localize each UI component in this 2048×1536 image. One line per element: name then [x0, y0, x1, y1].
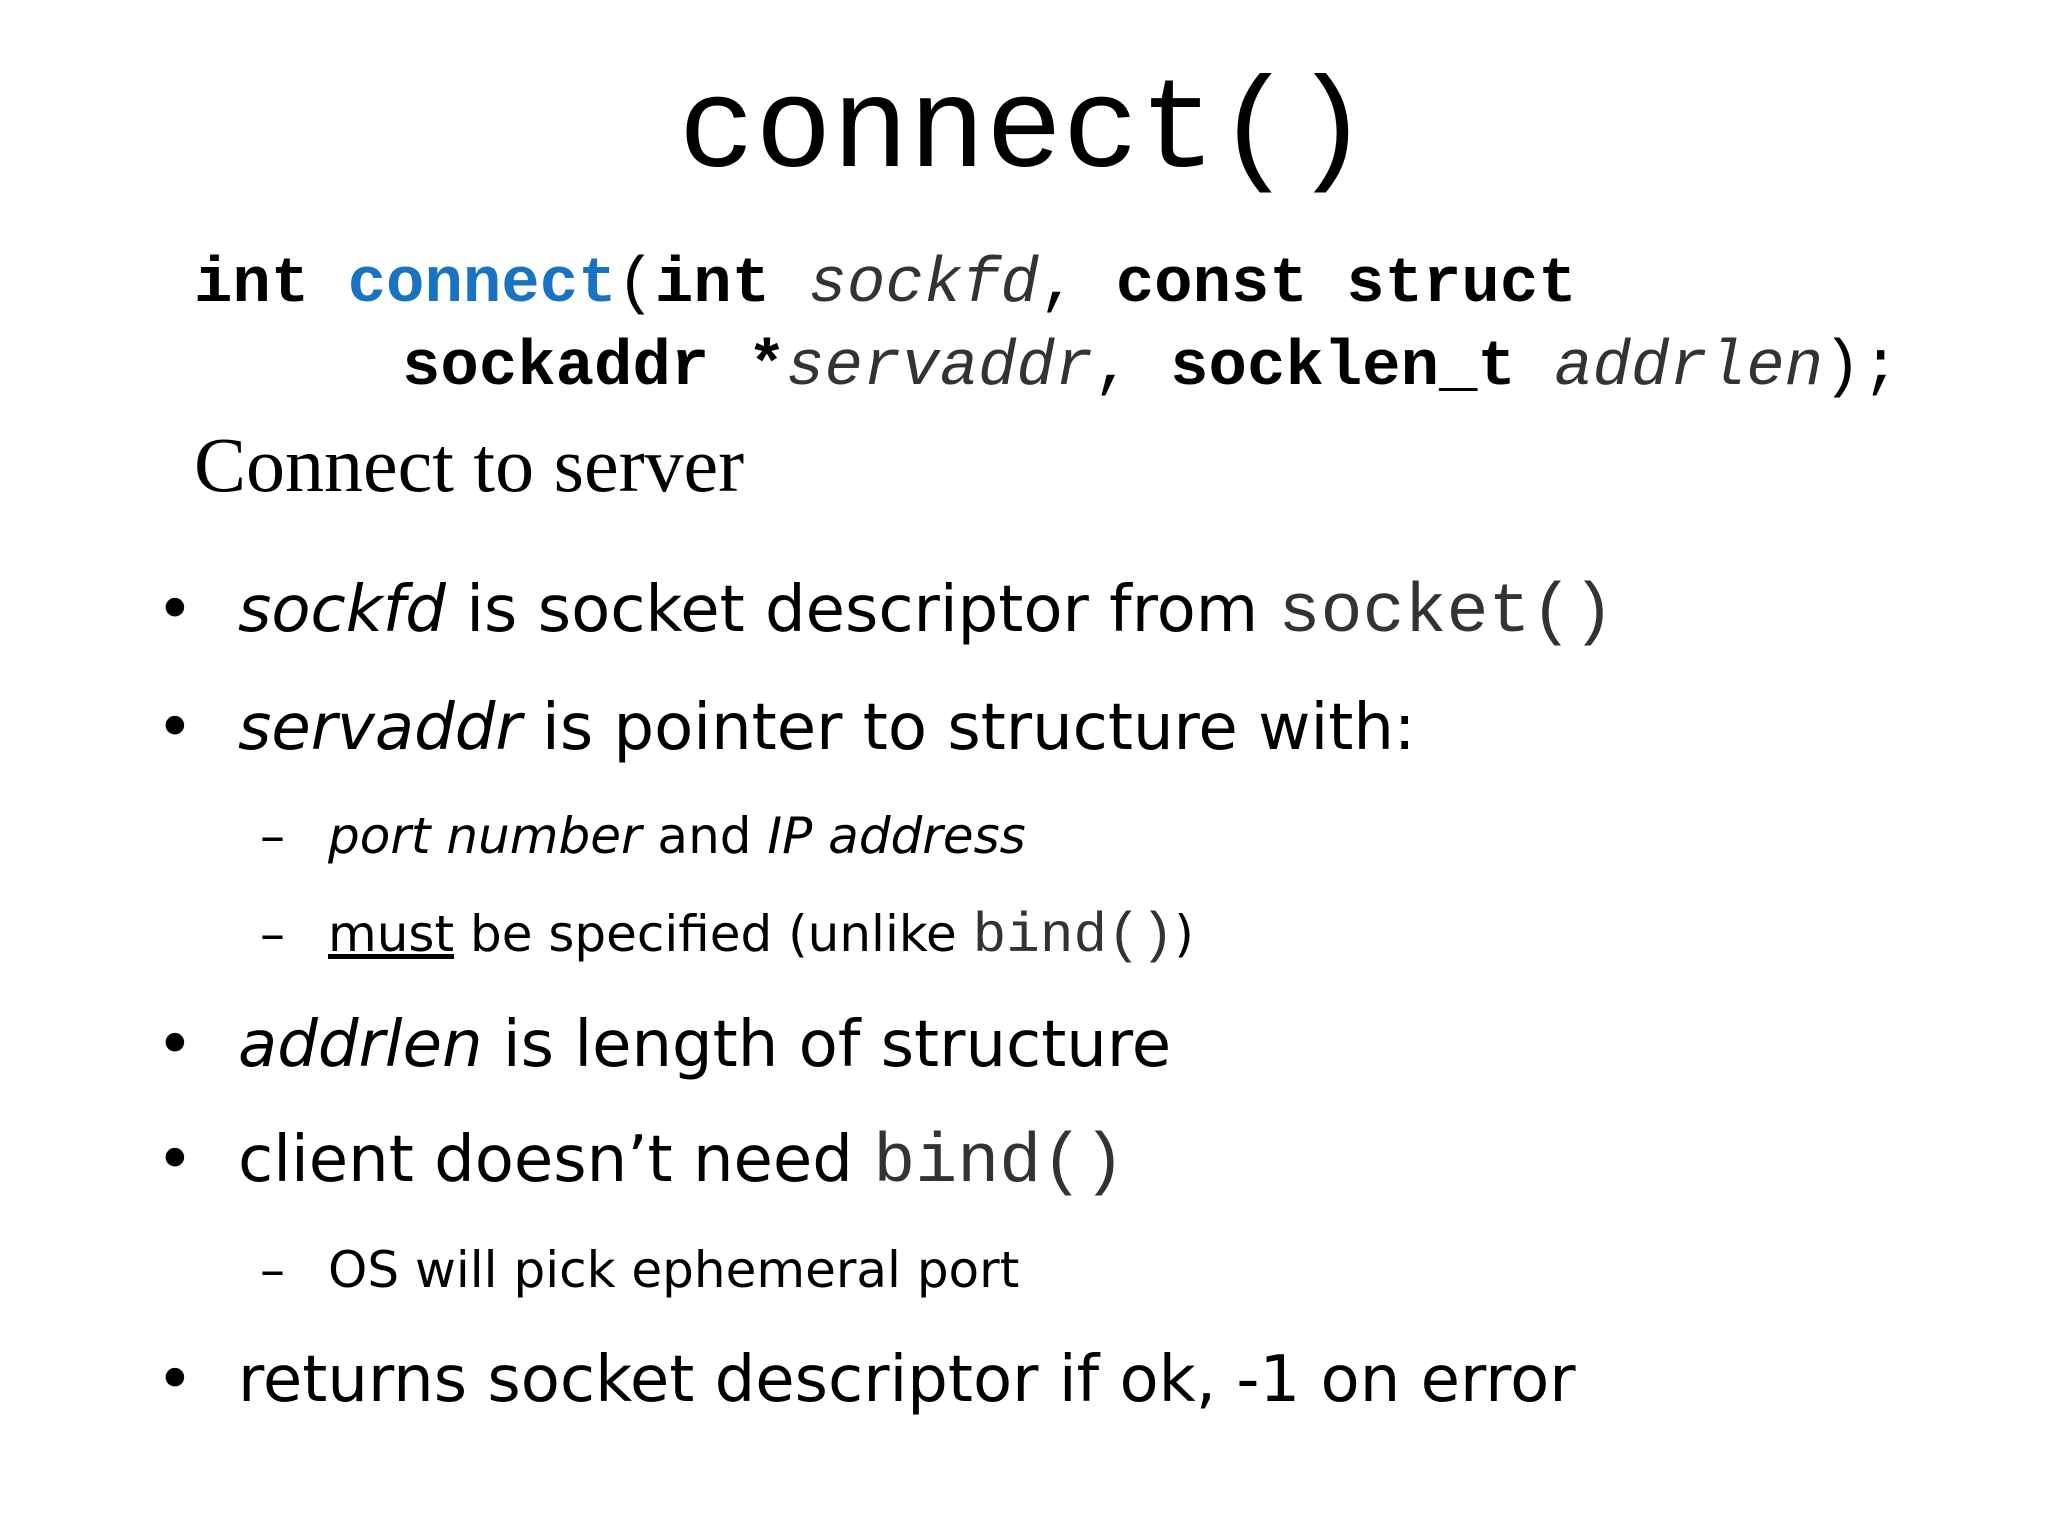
slide-title: connect(): [678, 60, 1370, 205]
bullet-addrlen: addrlen is length of structure: [238, 1000, 1171, 1090]
bullet-sockfd: sockfd is socket descriptor from socket(…: [238, 565, 1615, 659]
open-paren: (: [616, 249, 655, 321]
code-bind: bind(): [972, 904, 1175, 968]
comma: ,: [1038, 249, 1078, 321]
bullet-text: is socket descriptor from: [445, 573, 1279, 647]
dash-marker: –: [260, 905, 285, 963]
bullet-text: is length of structure: [482, 1008, 1172, 1082]
sub-bullet-must-specify: must be specified (unlike bind()): [328, 898, 1194, 972]
comma: ,: [1093, 332, 1132, 404]
param-servaddr-type-cont: sockaddr *: [402, 332, 787, 404]
term-port-number: port number: [328, 807, 642, 865]
term-servaddr: servaddr: [238, 691, 522, 765]
sub-bullet-text: be specified (unlike: [454, 905, 973, 963]
term-ip-address: IP address: [767, 807, 1026, 865]
function-signature-line-2: sockaddr *servaddr, socklen_t addrlen);: [402, 328, 1900, 408]
bullet-marker: •: [156, 1343, 194, 1417]
code-socket: socket(): [1278, 574, 1615, 653]
param-sockfd-name: sockfd: [808, 249, 1039, 321]
bullet-marker: •: [156, 573, 194, 647]
param-servaddr-type: const struct: [1115, 249, 1577, 321]
bullet-client-bind: client doesn’t need bind(): [238, 1115, 1125, 1209]
bullet-servaddr: servaddr is pointer to structure with:: [238, 683, 1415, 773]
function-description: Connect to server: [194, 421, 745, 508]
bullet-text: returns socket descriptor if ok, -1 on e…: [238, 1343, 1576, 1417]
sub-bullet-ephemeral-port: OS will pick ephemeral port: [328, 1234, 1019, 1306]
param-addrlen-type: socklen_t: [1170, 332, 1516, 404]
sub-bullet-port-ip: port number and IP address: [328, 800, 1026, 872]
sub-bullet-text: OS will pick ephemeral port: [328, 1241, 1020, 1299]
bullet-returns: returns socket descriptor if ok, -1 on e…: [238, 1335, 1576, 1425]
param-sockfd-type: int: [654, 249, 771, 321]
return-type: int: [194, 249, 310, 321]
term-must: must: [328, 905, 455, 963]
code-bind: bind(): [873, 1124, 1126, 1203]
param-servaddr-name: servaddr: [786, 332, 1094, 404]
bullet-text: client doesn’t need: [238, 1123, 874, 1197]
sub-bullet-text: and: [641, 807, 768, 865]
dash-marker: –: [260, 807, 285, 865]
bullet-marker: •: [156, 691, 194, 765]
close-paren: );: [1823, 332, 1900, 404]
term-sockfd: sockfd: [238, 573, 446, 647]
term-addrlen: addrlen: [238, 1008, 483, 1082]
bullet-marker: •: [156, 1008, 194, 1082]
dash-marker: –: [260, 1241, 285, 1299]
function-signature-line-1: int connect(int sockfd, const struct: [194, 245, 1577, 325]
bullet-text: is pointer to structure with:: [521, 691, 1416, 765]
bullet-marker: •: [156, 1123, 194, 1197]
close-paren: ): [1174, 905, 1194, 963]
param-addrlen-name: addrlen: [1554, 332, 1824, 404]
function-name: connect: [347, 249, 617, 321]
